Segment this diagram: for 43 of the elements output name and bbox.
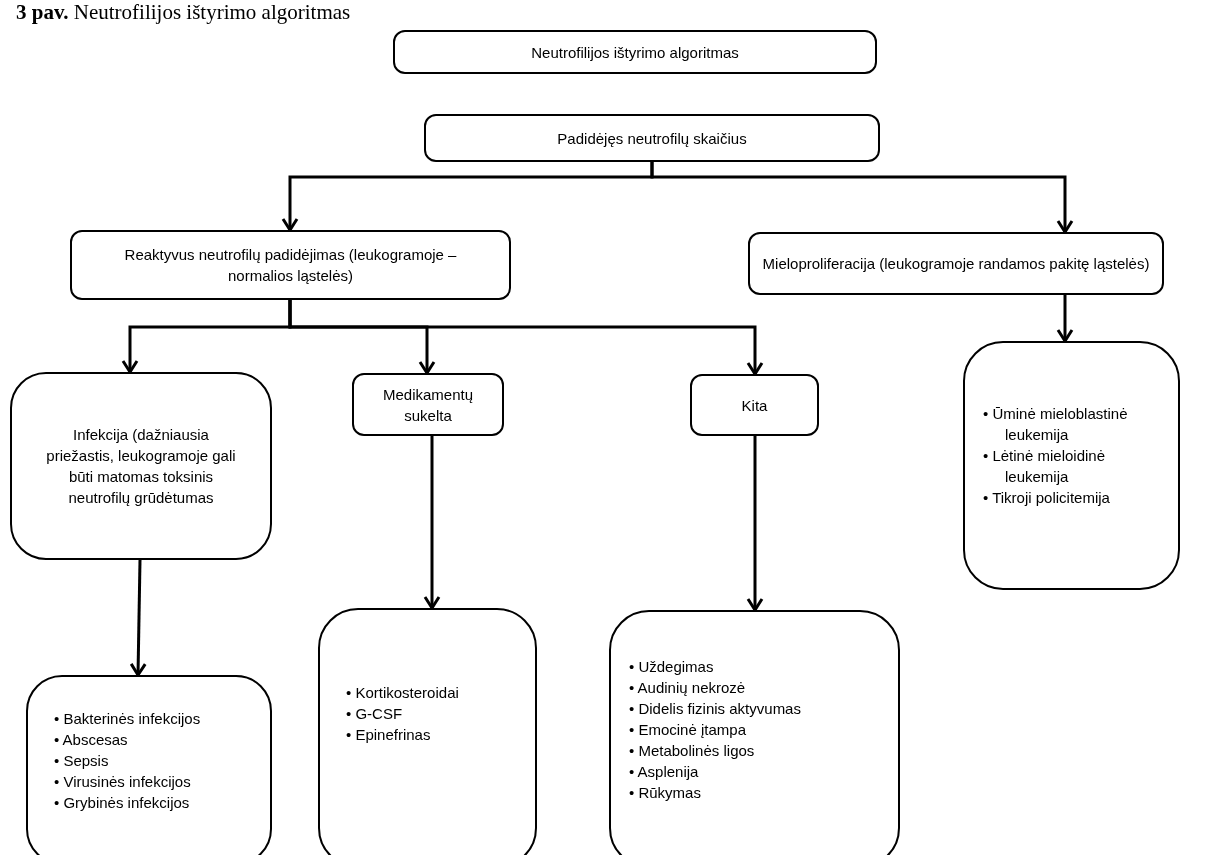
arrow: [1056, 295, 1074, 343]
bullet-item: • Rūkymas: [629, 782, 702, 803]
bullet-item: • Abscesas: [54, 729, 129, 750]
bullet-item: • Emocinė įtampa: [629, 719, 746, 740]
bullet-item: • Metabolinės ligos: [629, 740, 755, 761]
box-label: Padidėjęs neutrofilų skaičius: [557, 128, 747, 149]
bullet-item: • Kortikosteroidai: [346, 682, 460, 703]
rounded-box: [748, 232, 1164, 295]
bullet-item: • Tikroji policitemija: [983, 488, 1110, 508]
box-label: Infekcija (dažniausia priežastis, leukogramoje gali būti matomas toksinis neutrofilų grūdėtumas: [45, 425, 237, 508]
bullet-item: • Ūminė mieloblastinė leukemija: [983, 404, 1129, 445]
bullet-item: • Virusinės infekcijos: [54, 771, 191, 792]
figure-title: 3 pav. Neutrofilijos ištyrimo algoritmas: [16, 0, 351, 25]
list-box: [318, 608, 537, 855]
bullet-item: • Lėtinė mieloidinė leukemija: [983, 446, 1106, 487]
rounded-box: [352, 373, 504, 436]
bullet-item: • Asplenija: [629, 761, 700, 782]
bullet-item: • G-CSF: [346, 703, 403, 724]
box-label: Neutrofilijos ištyrimo algoritmas: [531, 42, 739, 63]
rounded-box: [393, 30, 877, 74]
arrow: [746, 436, 764, 612]
box-label: Medikamentų sukelta: [381, 384, 474, 426]
bullet-item: • Uždegimas: [629, 656, 715, 677]
bullet-item: • Epinefrinas: [346, 724, 432, 745]
list-box: [26, 675, 272, 855]
bullet-item: • Sepsis: [54, 750, 110, 771]
rounded-box: [424, 114, 880, 162]
box-label: Kita: [741, 395, 768, 416]
bullet-item: • Didelis fizinis aktyvumas: [629, 698, 801, 719]
arrow: [129, 559, 147, 677]
list-box: [963, 341, 1180, 590]
rounded-box: [690, 374, 819, 436]
list-box: [609, 610, 900, 855]
rounded-box: [10, 372, 272, 560]
box-label: Mieloproliferacija (leukogramoje randamos pakitę ląstelės): [762, 254, 1150, 274]
box-label: Reaktyvus neutrofilų padidėjimas (leukogramoje – normalios ląstelės): [123, 245, 458, 286]
rounded-box: [70, 230, 511, 300]
arrow: [650, 162, 1074, 234]
bullet-item: • Grybinės infekcijos: [54, 792, 190, 813]
bullet-item: • Bakterinės infekcijos: [54, 708, 201, 729]
arrow: [288, 300, 764, 376]
bullet-item: • Audinių nekrozė: [629, 677, 746, 698]
arrow: [423, 436, 441, 610]
